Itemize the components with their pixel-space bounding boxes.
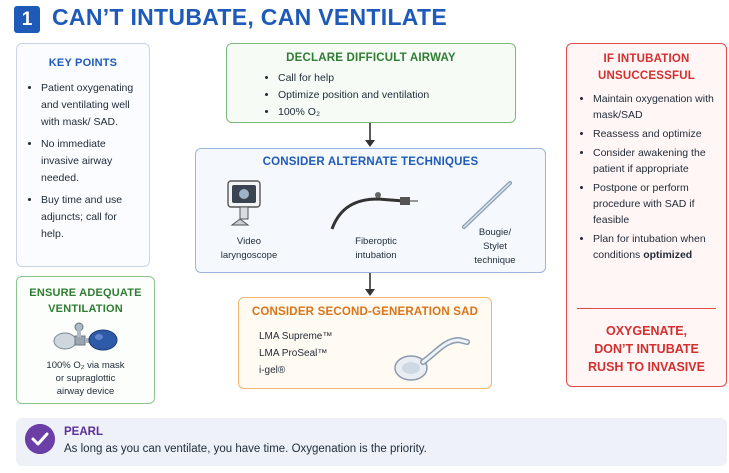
technique-line: Video [236, 236, 262, 247]
ensure-ventilation-title: ENSURE ADEQUATE VENTILATION [17, 285, 154, 317]
closing-line: RUSH TO INVASIVE [588, 360, 705, 374]
technique-line: technique [474, 255, 516, 266]
technique-label: Bougie/ Stylet technique [460, 226, 530, 268]
closing-message: OXYGENATE, DON’T INTUBATE RUSH TO INVASI… [567, 322, 726, 376]
list-item: LMA ProSeal™ [259, 348, 328, 359]
title-line: IF INTUBATION [603, 53, 690, 65]
video-laryngoscope-icon [227, 180, 261, 226]
list-item: Consider awakening the patient if approp… [593, 145, 718, 177]
list-item: LMA Supreme™ [259, 331, 333, 342]
list-item: Plan for intubation when conditions opti… [593, 231, 718, 263]
list-item: Reassess and optimize [593, 126, 718, 142]
technique-label: Video laryngoscope [214, 235, 284, 263]
flow-arrow [365, 123, 375, 147]
section-number-badge: 1 [14, 6, 40, 33]
list-item: Optimize position and ventilation [278, 88, 515, 103]
pearl-title: PEARL [64, 426, 103, 438]
second-generation-sad-card: CONSIDER SECOND-GENERATION SAD LMA Supre… [238, 297, 492, 389]
alternate-techniques-card: CONSIDER ALTERNATE TECHNIQUES Video lary… [195, 148, 546, 273]
intubation-unsuccessful-card: IF INTUBATION UNSUCCESSFUL Maintain oxyg… [566, 43, 727, 387]
ensure-ventilation-card: ENSURE ADEQUATE VENTILATION 100% O₂ via … [16, 276, 155, 404]
title-line: UNSUCCESSFUL [598, 70, 695, 82]
key-points-list: Patient oxygenating and ventilating well… [27, 80, 139, 243]
flow-arrow [365, 273, 375, 296]
sad-list: LMA Supreme™ LMA ProSeal™ i-gel® [259, 328, 332, 379]
technique-line: Fiberoptic [355, 236, 397, 247]
pearl-banner: PEARL As long as you can ventilate, you … [16, 418, 727, 466]
list-item: Buy time and use adjuncts; call for help… [41, 192, 139, 243]
list-item: Call for help [278, 71, 515, 86]
declare-list: Call for help Optimize position and vent… [264, 71, 515, 120]
laryngeal-mask-icon [394, 336, 470, 381]
bag-valve-mask-icon [53, 322, 118, 351]
technique-label: Fiberoptic intubation [341, 235, 411, 263]
technique-line: Stylet [483, 241, 507, 252]
caption-line: 100% O₂ via mask [46, 360, 125, 371]
ensure-ventilation-caption: 100% O₂ via mask or supraglottic airway … [17, 359, 154, 398]
caption-line: or supraglottic [55, 373, 116, 384]
closing-line: DON’T INTUBATE [594, 342, 699, 356]
key-points-title: KEY POINTS [48, 57, 118, 69]
bougie-icon [462, 181, 512, 229]
caption-line: airway device [56, 386, 115, 397]
check-circle-icon [25, 424, 55, 454]
title-line: VENTILATION [48, 303, 123, 315]
divider [577, 308, 716, 309]
list-item-bold: optimized [643, 249, 693, 261]
alternate-title: CONSIDER ALTERNATE TECHNIQUES [262, 156, 479, 168]
technique-line: intubation [355, 250, 397, 261]
sad-title: CONSIDER SECOND-GENERATION SAD [251, 306, 479, 318]
list-item: Maintain oxygenation with mask/SAD [593, 91, 718, 123]
fiberoptic-scope-icon [330, 192, 418, 230]
declare-title: DECLARE DIFFICULT AIRWAY [286, 52, 456, 64]
list-item-text: Plan for intubation when conditions [593, 233, 706, 261]
unsuccessful-title: IF INTUBATION UNSUCCESSFUL [567, 51, 726, 85]
closing-line: OXYGENATE, [605, 324, 688, 338]
list-item: Postpone or perform procedure with SAD i… [593, 180, 718, 228]
declare-difficult-airway-card: DECLARE DIFFICULT AIRWAY Call for help O… [226, 43, 516, 123]
technique-line: Bougie/ [478, 227, 512, 238]
title-line: ENSURE ADEQUATE [29, 287, 142, 299]
pearl-text: As long as you can ventilate, you have t… [64, 443, 427, 455]
page-title: CAN’T INTUBATE, CAN VENTILATE [52, 4, 447, 30]
list-item: 100% O₂ [278, 105, 515, 120]
key-points-card: KEY POINTS Patient oxygenating and venti… [16, 43, 150, 267]
list-item: i-gel® [259, 365, 286, 376]
list-item: No immediate invasive airway needed. [41, 136, 139, 187]
unsuccessful-list: Maintain oxygenation with mask/SAD Reass… [579, 91, 718, 263]
list-item: Patient oxygenating and ventilating well… [41, 80, 139, 131]
technique-line: laryngoscope [220, 250, 278, 261]
